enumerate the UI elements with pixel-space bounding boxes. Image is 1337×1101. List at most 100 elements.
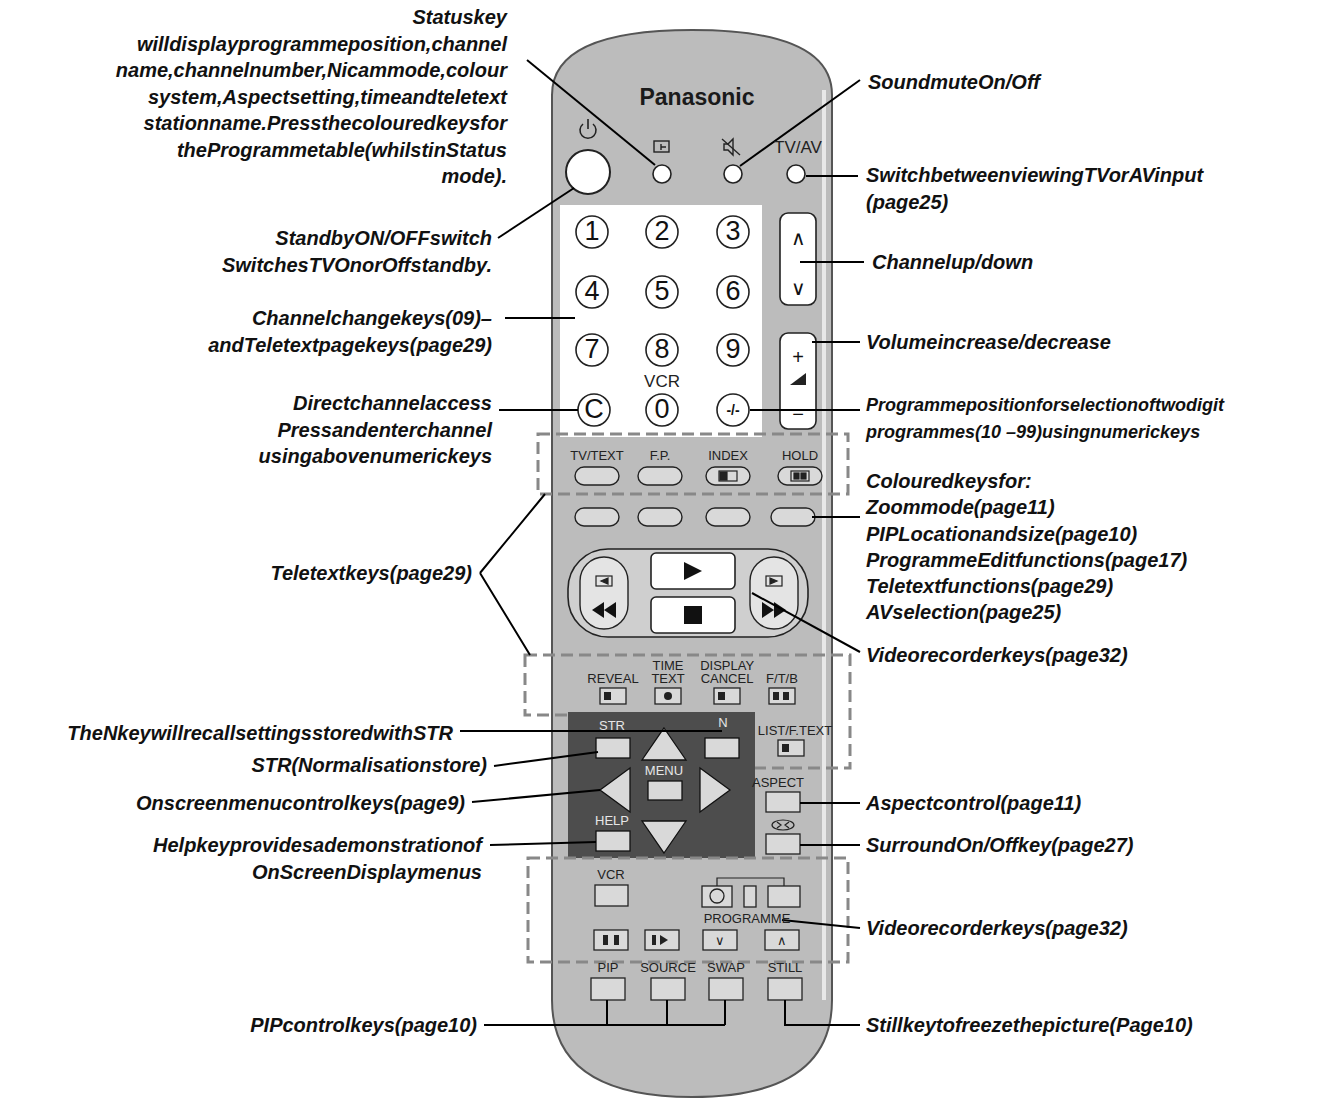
rewind-key: [580, 557, 628, 629]
key-number: 8: [654, 334, 669, 365]
callout-text: Teletextfunctions(page29): [866, 573, 1113, 600]
leader-lines: [460, 60, 864, 1025]
key-label: SOURCE: [640, 961, 696, 974]
callout-text: Stillkeytofreezethepicture(Page10): [866, 1012, 1193, 1039]
key-label: TV/AV: [774, 138, 822, 158]
mute-icon: [722, 139, 740, 155]
callout-text: Programmepositionforselectionoftwodigit …: [866, 392, 1336, 445]
key-label: DISPLAY CANCEL: [700, 659, 754, 685]
stop-key: [651, 597, 735, 633]
callout-text: Colouredkeysfor:: [866, 468, 1032, 495]
key-label: TIME TEXT: [651, 659, 684, 685]
key-number: 4: [584, 276, 599, 307]
key-symbol: ∨: [791, 277, 806, 300]
key-label: SWAP: [707, 961, 745, 974]
callout-text: Videorecorderkeys(page32): [866, 642, 1128, 669]
callout-text: SwitchbetweenviewingTVorAVinput (page25): [866, 162, 1203, 215]
menu-panel: [568, 712, 755, 858]
key-label: F.P.: [650, 449, 671, 462]
teletext-group: [538, 434, 848, 494]
key-label: TV/TEXT: [570, 449, 623, 462]
key-label: N: [718, 716, 727, 731]
key-number: 5: [654, 276, 669, 307]
mute-button: [724, 165, 742, 183]
callout-text: Channelchangekeys(09)– andTeletextpageke…: [208, 305, 492, 358]
key-symbol: +: [792, 346, 804, 369]
key-label: MENU: [645, 764, 683, 779]
callout-text: Teletextkeys(page29): [270, 560, 472, 587]
key-number: 2: [654, 216, 669, 247]
brand-name: Panasonic: [639, 84, 754, 110]
key-label: REVEAL: [587, 672, 638, 685]
number-panel: [560, 205, 762, 437]
key-label: ∨: [715, 934, 725, 947]
skip-icons: [596, 576, 782, 586]
key-number: 7: [584, 334, 599, 365]
power-button: [566, 150, 610, 194]
callout-text: STR(Normalisationstore): [251, 752, 487, 779]
callout-text: Zoommode(page11): [866, 494, 1055, 521]
coloured-keys: [575, 508, 815, 526]
callout-text: Volumeincrease/decrease: [866, 329, 1111, 356]
stop-icon: [684, 606, 702, 624]
callout-text: Channelup/down: [872, 249, 1033, 276]
vcr-group: [528, 858, 848, 962]
volume-wedge: [790, 373, 806, 385]
key-label: LIST/F.TEXT: [758, 724, 832, 737]
key-label: INDEX: [708, 449, 748, 462]
callout-text: TheNkeywillrecallsettingsstoredwithSTR: [67, 720, 453, 747]
callout-text: PIPLocationandsize(page10): [866, 521, 1137, 548]
teletext-icons: [719, 471, 809, 481]
remote-body: [552, 30, 832, 1097]
pip-keys: [591, 978, 802, 1000]
key-label: VCR: [644, 372, 680, 392]
key-label: F/T/B: [766, 672, 798, 685]
key-number: 0: [654, 394, 669, 425]
key-number: 6: [725, 276, 740, 307]
callout-text: Videorecorderkeys(page32): [866, 915, 1128, 942]
key-number: 3: [725, 216, 740, 247]
key-number: 1: [584, 216, 599, 247]
volume-rocker: [780, 333, 816, 429]
record-icon: [710, 889, 724, 903]
aspect-key: [766, 792, 800, 812]
key-label: VCR: [597, 868, 624, 881]
status-button: [653, 165, 671, 183]
video-key-surround: [568, 549, 808, 637]
key-label: PROGRAMME: [704, 912, 791, 925]
callout-text: Statuskey willdisplayprogrammeposition,c…: [116, 4, 507, 190]
teletext-buttons: [575, 467, 822, 485]
play-icon: [684, 562, 702, 580]
callout-text: ProgrammeEditfunctions(page17): [866, 547, 1187, 574]
callout-text: Onscreenmenucontrolkeys(page9): [136, 790, 465, 817]
callout-text: SurroundOn/Offkey(page27): [866, 832, 1133, 859]
callout-text: AVselection(page25): [866, 599, 1061, 626]
key-label: -/-: [726, 402, 739, 418]
forward-key: [750, 557, 798, 629]
status-icon: [654, 141, 669, 152]
body-highlight: [822, 90, 826, 1000]
callout-text: StandbyON/OFFswitch SwitchesTVOnorOffsta…: [222, 225, 492, 278]
number-keys: [576, 216, 749, 426]
key-label: ∧: [777, 934, 787, 947]
callout-text: PIPcontrolkeys(page10): [250, 1012, 477, 1039]
key-label: HELP: [595, 814, 629, 829]
callout-text: Aspectcontrol(page11): [866, 790, 1081, 817]
key-symbol: ∧: [791, 227, 806, 250]
play-key: [651, 553, 735, 589]
key-label: STR: [599, 719, 625, 734]
key-label: PIP: [598, 961, 619, 974]
vcr-icons: [603, 935, 668, 945]
key-label: ASPECT: [752, 776, 804, 789]
menu-keys: [596, 728, 739, 853]
callout-text: SoundmuteOn/Off: [868, 69, 1040, 96]
tvav-button: [787, 165, 805, 183]
surround-key: [766, 834, 800, 854]
surround-icon: [772, 820, 794, 830]
wind-icons: [592, 602, 786, 618]
programme-bracket: [717, 878, 784, 886]
key-label: STILL: [768, 961, 803, 974]
key-label: HOLD: [782, 449, 818, 462]
channel-rocker: [780, 213, 816, 305]
key-number: 9: [725, 334, 740, 365]
